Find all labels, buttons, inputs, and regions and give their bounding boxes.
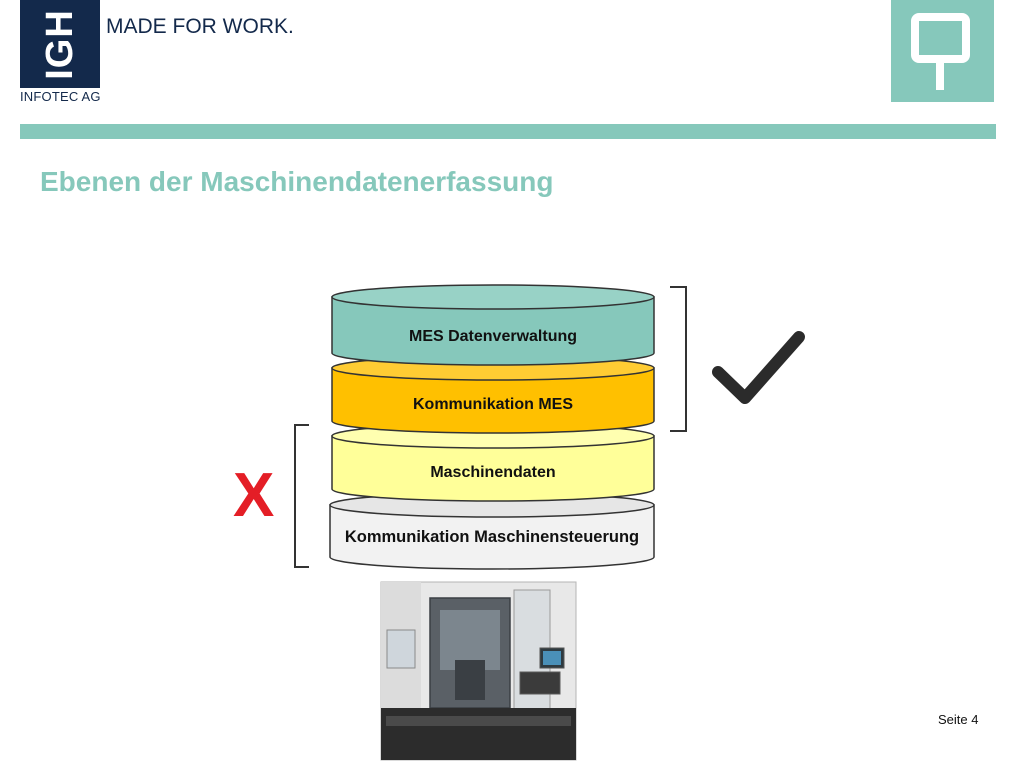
logo-subtitle: INFOTEC AG <box>20 89 101 104</box>
reject-mark: X <box>233 461 275 530</box>
layer-kommunikation-mes <box>331 355 655 434</box>
left-bracket <box>294 424 309 568</box>
signpost-icon <box>911 13 970 90</box>
layer-label-mes-datenverwaltung: MES Datenverwaltung <box>408 328 578 345</box>
corner-logo-box <box>891 0 994 102</box>
layer-label-maschinendaten: Maschinendaten <box>430 464 556 481</box>
machine-tool-icon <box>380 581 577 761</box>
header-divider <box>20 124 996 139</box>
checkmark-icon <box>712 331 805 404</box>
page-number: Seite 4 <box>938 712 979 727</box>
layer-mes-datenverwaltung <box>331 284 655 366</box>
layer-label-kommunikation-maschinensteuerung: Kommunikation Maschinensteuerung <box>344 528 640 546</box>
layer-label-kommunikation-mes: Kommunikation MES <box>412 396 573 413</box>
page-title: Ebenen der Maschinendatenerfassung <box>40 166 554 197</box>
tagline: MADE FOR WORK. <box>106 15 294 38</box>
right-bracket <box>670 286 687 432</box>
logo: IGH <box>20 0 100 88</box>
layer-maschinendaten <box>331 423 655 502</box>
